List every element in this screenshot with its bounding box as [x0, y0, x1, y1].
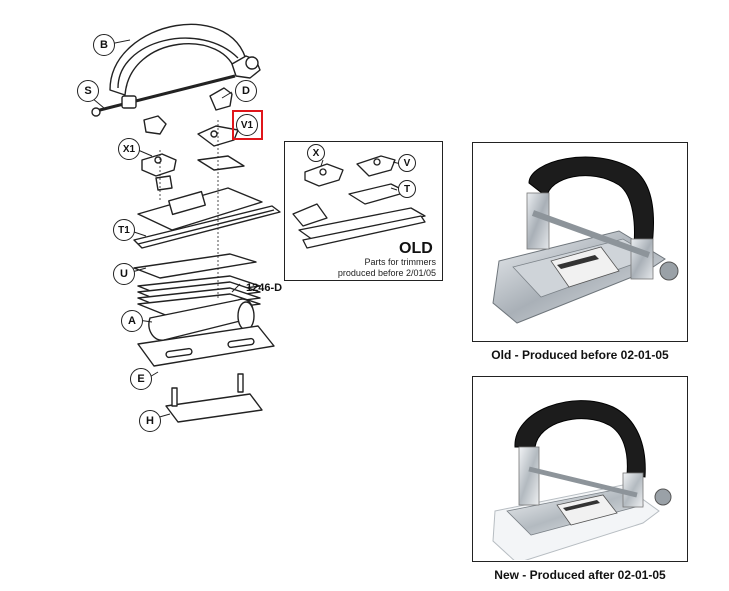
old-callout-x: X: [307, 144, 325, 162]
old-parts-drawing: [292, 155, 426, 249]
highlight-box: [232, 110, 263, 140]
callout-d: D: [235, 80, 257, 102]
photo-old-trimmer: [492, 156, 679, 324]
old-callout-t: T: [398, 180, 416, 198]
callout-t1: T1: [113, 219, 135, 241]
callout-s: S: [77, 80, 99, 102]
photo-new-caption: New - Produced after 02-01-05: [494, 568, 666, 582]
callout-u: U: [113, 263, 135, 285]
old-note-line1: Parts for trimmers: [364, 257, 436, 267]
callout-a: A: [121, 310, 143, 332]
handle-arch-drawing: [109, 23, 249, 96]
callout-x1: X1: [118, 138, 140, 160]
old-parts-panel: X V T OLD Parts for trimmers produced be…: [284, 141, 443, 281]
photo-old-caption: Old - Produced before 02-01-05: [491, 348, 669, 362]
old-note-line2: produced before 2/01/05: [337, 268, 436, 278]
callout-h: H: [139, 410, 161, 432]
old-title: OLD: [399, 240, 433, 257]
photo-old-frame: [472, 142, 688, 342]
part-label-1246d: 1246-D: [246, 282, 283, 294]
callout-v1: V1: [236, 114, 258, 136]
photo-new-trimmer: [492, 400, 672, 560]
callout-b: B: [93, 34, 115, 56]
old-callout-v: V: [398, 154, 416, 172]
photo-new-frame: [472, 376, 688, 562]
callout-e: E: [130, 368, 152, 390]
